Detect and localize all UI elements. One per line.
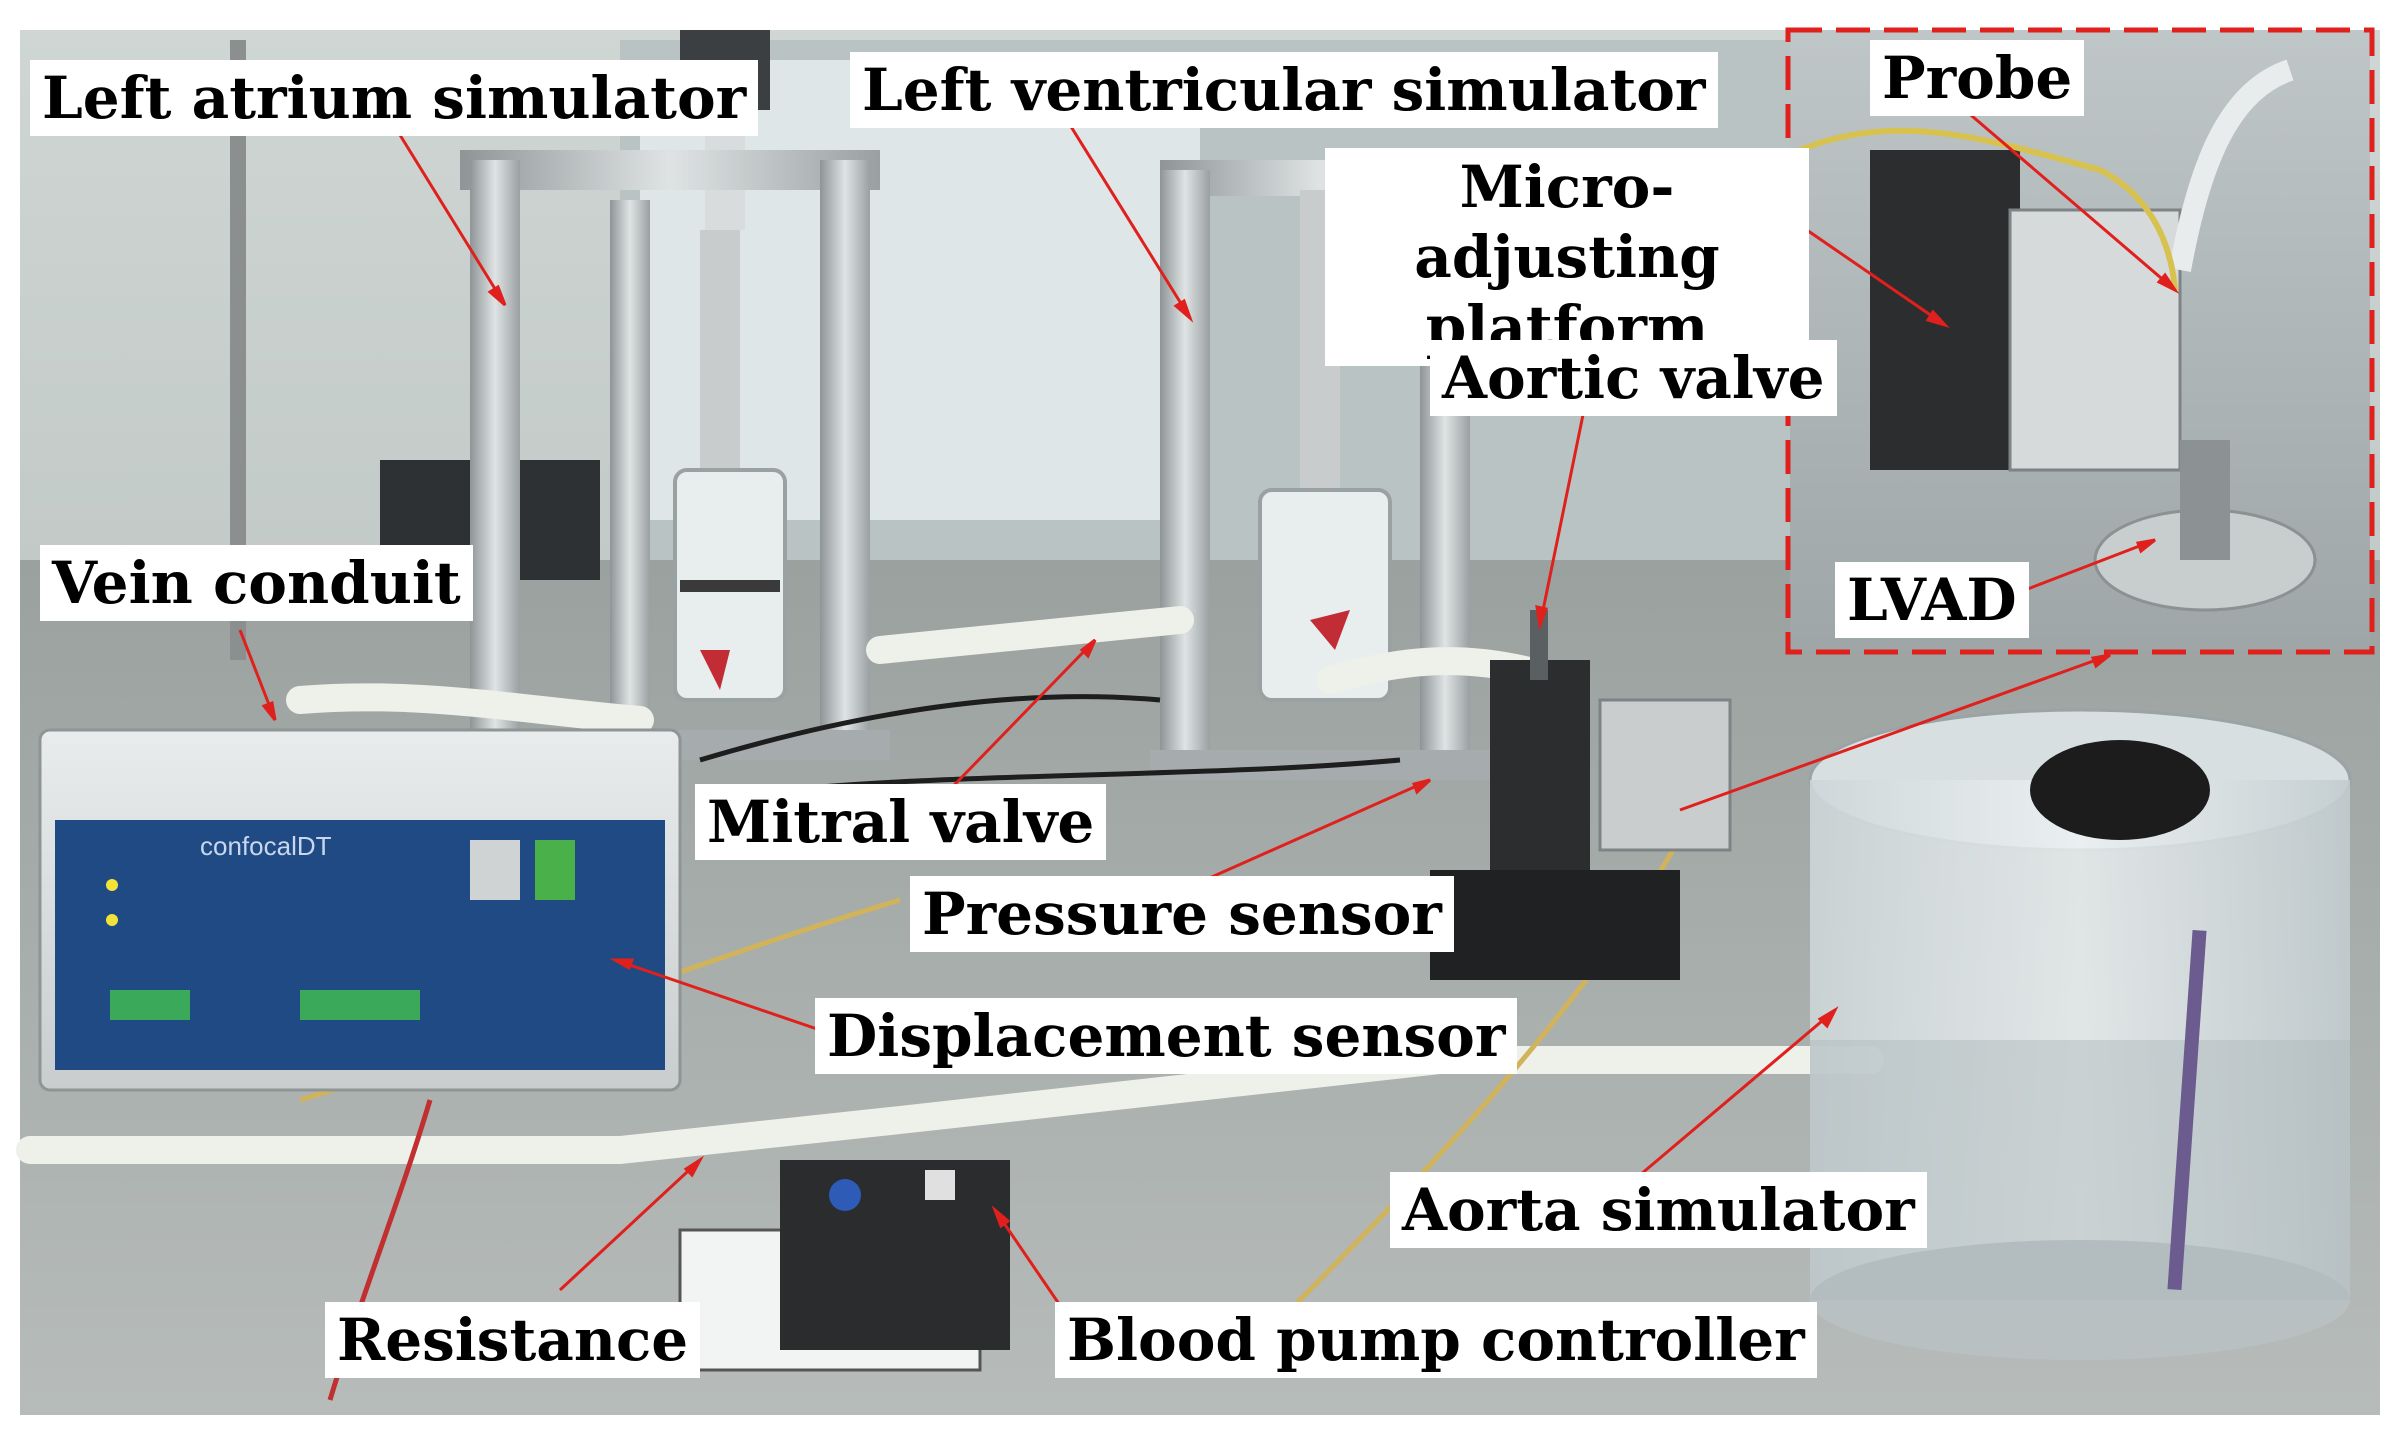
arrow-probe xyxy=(1964,108,2176,292)
tubing xyxy=(16,606,1884,1164)
arrow-mitral-valve xyxy=(928,638,1097,812)
arrow-left-atrium xyxy=(398,134,507,306)
micro-platform-assembly xyxy=(1430,610,1732,980)
label-left-ventricular-simulator: Left ventricular simulator xyxy=(850,52,1718,128)
arrow-left-ventricular xyxy=(1068,124,1192,319)
arrow-micro-platform xyxy=(1784,213,1946,327)
label-resistance: Resistance xyxy=(325,1302,701,1378)
label-displacement-sensor: Displacement sensor xyxy=(815,998,1518,1074)
label-mitral-valve: Mitral valve xyxy=(695,784,1107,860)
arrow-displacement-sensor xyxy=(614,958,821,1032)
label-vein-conduit: Vein conduit xyxy=(40,545,473,621)
arrow-aorta-simulator xyxy=(1639,1008,1836,1177)
label-left-atrium-simulator: Left atrium simulator xyxy=(30,60,759,136)
left-atrium-rig xyxy=(460,30,890,760)
controller-board xyxy=(678,1160,1010,1372)
arrow-blood-pump-controller xyxy=(993,1209,1072,1321)
label-probe: Probe xyxy=(1870,40,2085,116)
label-micro-adjusting-platform: Micro-adjusting platform xyxy=(1325,148,1809,366)
controller-brand-text: confocalDT xyxy=(200,831,332,861)
label-aortic-valve: Aortic valve xyxy=(1430,340,1837,416)
label-micro-adjusting-line1: Micro-adjusting xyxy=(1414,153,1720,291)
label-lvad: LVAD xyxy=(1835,562,2029,638)
inset-photo xyxy=(1790,30,2370,650)
arrow-inset-link xyxy=(1679,653,2111,812)
annotation-arrows xyxy=(238,108,2180,1321)
inset-border xyxy=(1785,27,2375,655)
label-pressure-sensor: Pressure sensor xyxy=(910,876,1454,952)
arrow-aortic-valve xyxy=(1538,404,1587,626)
label-blood-pump-controller: Blood pump controller xyxy=(1055,1302,1817,1378)
arrow-lvad xyxy=(2024,538,2156,592)
displacement-sensor-box: confocalDT xyxy=(38,728,682,1092)
aorta-tank xyxy=(1808,708,2352,1360)
label-aorta-simulator: Aorta simulator xyxy=(1390,1172,1927,1248)
arrow-pressure-sensor xyxy=(1204,778,1431,882)
arrow-resistance xyxy=(558,1158,702,1292)
